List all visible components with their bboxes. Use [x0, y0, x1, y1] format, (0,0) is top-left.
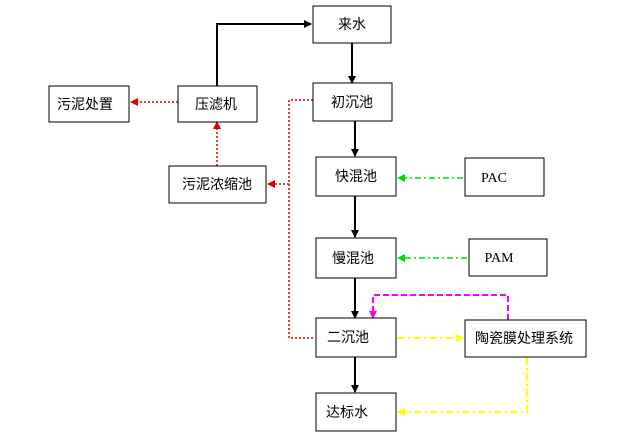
node-sludge-disposal: 污泥处置: [48, 85, 130, 123]
node-primary-settling: 初沉池: [312, 82, 393, 122]
node-effluent-label: 达标水: [326, 405, 368, 421]
node-raw-water-label: 来水: [338, 17, 366, 33]
node-ceramic-membrane-label: 陶瓷膜处理系统: [475, 331, 573, 347]
membrane-to-effluent: [397, 357, 528, 416]
node-slow-mix: 慢混池: [315, 237, 397, 279]
flow-press-to-raw: [216, 20, 312, 86]
membrane-return-line: [369, 294, 509, 320]
node-filter-press: 压滤机: [177, 85, 258, 123]
node-pam-label: PAM: [484, 251, 514, 266]
node-rapid-mix-label: 快混池: [335, 169, 377, 185]
node-filter-press-label: 压滤机: [195, 97, 237, 113]
node-pac-label: PAC: [481, 171, 507, 186]
node-sludge-thickener: 污泥浓缩池: [168, 165, 267, 204]
node-rapid-mix: 快混池: [315, 156, 397, 197]
node-raw-water: 来水: [312, 5, 392, 44]
node-secondary-settling-label: 二沉池: [327, 330, 369, 346]
sludge-collection-line: [288, 99, 313, 339]
node-primary-settling-label: 初沉池: [331, 94, 373, 111]
node-secondary-settling: 二沉池: [315, 317, 397, 358]
node-slow-mix-label: 慢混池: [332, 250, 374, 267]
node-effluent: 达标水: [315, 392, 397, 432]
node-pac: PAC: [464, 157, 545, 197]
node-ceramic-membrane: 陶瓷膜处理系统: [464, 319, 587, 358]
node-sludge-thickener-label: 污泥浓缩池: [182, 177, 252, 193]
node-pam: PAM: [468, 238, 548, 277]
node-sludge-disposal-label: 污泥处置: [57, 97, 113, 113]
